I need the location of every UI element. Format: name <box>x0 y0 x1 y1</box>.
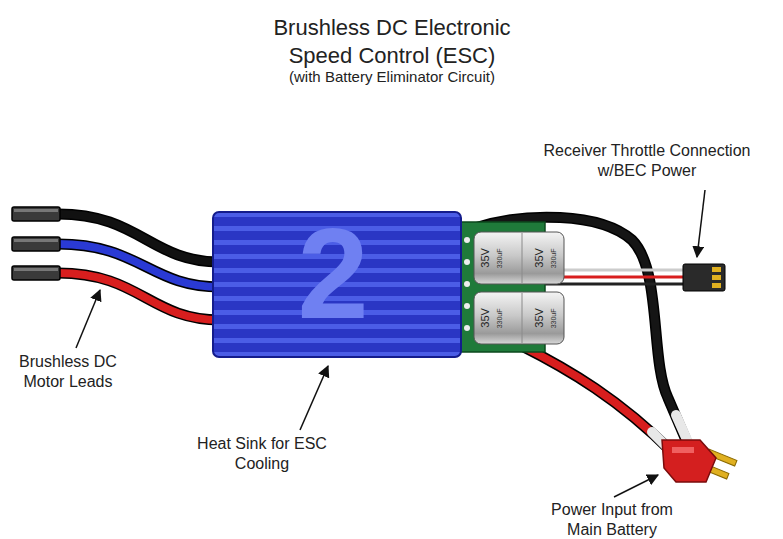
heat-sink-logo: 2 <box>273 210 393 338</box>
callout-label: Brushless DC Motor Leads <box>9 352 127 392</box>
capacitors <box>474 232 564 344</box>
battery-connector <box>662 440 737 482</box>
diagram-title: Brushless DC Electronic Speed Control (E… <box>212 14 572 69</box>
motor-lead-wires <box>58 214 220 320</box>
capacitor-value: 330uF <box>496 308 505 328</box>
battery-wires <box>475 217 688 452</box>
capacitor-value: 330uF <box>496 248 505 268</box>
callout-label: Heat Sink for ESC Cooling <box>186 434 338 474</box>
capacitor-value: 330uF <box>550 248 559 268</box>
capacitor-rating: 35V <box>479 308 493 328</box>
capacitor-value: 330uF <box>550 308 559 328</box>
servo-connector <box>683 264 725 291</box>
bullet-connectors <box>12 207 60 280</box>
leader-arrows <box>76 190 705 497</box>
capacitor-rating: 35V <box>479 248 493 268</box>
callout-label: Receiver Throttle Connection w/BEC Power <box>525 141 770 181</box>
capacitor-rating: 35V <box>533 308 547 328</box>
callout-label: Power Input from Main Battery <box>540 500 685 539</box>
capacitor-rating: 35V <box>533 248 547 268</box>
subtitle: (with Battery Eliminator Circuit) <box>212 68 572 87</box>
